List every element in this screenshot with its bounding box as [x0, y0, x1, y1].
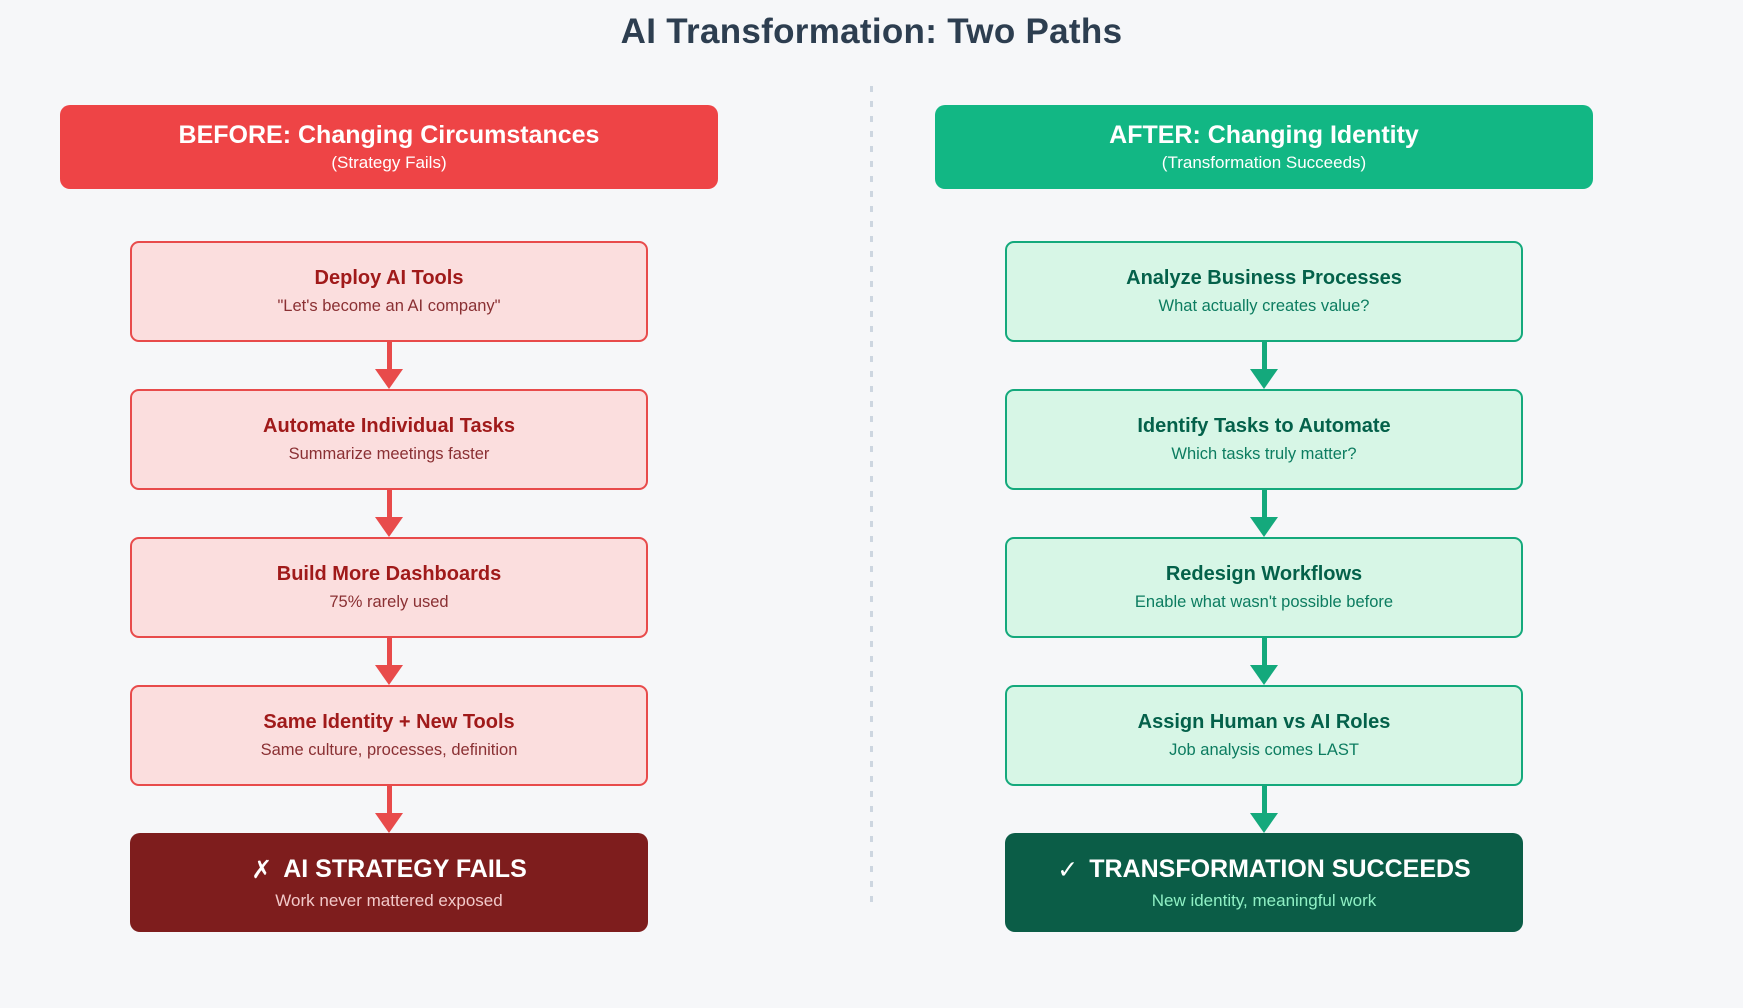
arrow-head [1250, 517, 1278, 537]
arrow-stem [1261, 342, 1267, 369]
before-header: BEFORE: Changing Circumstances (Strategy… [60, 105, 718, 189]
before-column: BEFORE: Changing Circumstances (Strategy… [60, 105, 718, 932]
step-box-identify-tasks: Identify Tasks to Automate Which tasks t… [1005, 389, 1523, 490]
step-title: Analyze Business Processes [1126, 267, 1402, 289]
step-title: Build More Dashboards [276, 563, 502, 585]
step-subtitle: "Let's become an AI company" [277, 297, 501, 315]
arrow-down-icon [130, 786, 648, 833]
after-column: AFTER: Changing Identity (Transformation… [935, 105, 1593, 932]
arrow-stem [386, 342, 392, 369]
arrow-down-icon [1005, 490, 1523, 537]
arrow-down-icon [1005, 638, 1523, 685]
header-title: BEFORE: Changing Circumstances [178, 121, 600, 149]
step-title: Assign Human vs AI Roles [1137, 711, 1391, 733]
arrow-head [375, 517, 403, 537]
arrow-stem [1261, 638, 1267, 665]
arrow-stem [386, 490, 392, 517]
step-title: Redesign Workflows [1165, 563, 1363, 585]
result-title-line: ✓ TRANSFORMATION SUCCEEDS [1057, 855, 1470, 885]
step-subtitle: Which tasks truly matter? [1171, 445, 1357, 463]
step-subtitle: Enable what wasn't possible before [1134, 593, 1394, 611]
result-title: TRANSFORMATION SUCCEEDS [1089, 855, 1471, 883]
after-steps: Analyze Business Processes What actually… [1005, 241, 1523, 932]
arrow-down-icon [1005, 786, 1523, 833]
arrow-head [1250, 665, 1278, 685]
before-steps: Deploy AI Tools "Let's become an AI comp… [130, 241, 648, 932]
step-subtitle: Same culture, processes, definition [260, 741, 518, 759]
arrow-down-icon [130, 490, 648, 537]
arrow-stem [386, 638, 392, 665]
step-subtitle: 75% rarely used [329, 593, 449, 611]
arrow-head [375, 665, 403, 685]
arrow-head [1250, 813, 1278, 833]
check-mark-icon: ✓ [1057, 855, 1079, 884]
result-title-line: ✗ AI STRATEGY FAILS [251, 855, 527, 885]
after-header: AFTER: Changing Identity (Transformation… [935, 105, 1593, 189]
step-title: Deploy AI Tools [314, 267, 464, 289]
x-mark-icon: ✗ [251, 855, 273, 884]
step-subtitle: Job analysis comes LAST [1169, 741, 1359, 759]
step-subtitle: What actually creates value? [1158, 297, 1370, 315]
arrow-stem [1261, 786, 1267, 813]
header-title: AFTER: Changing Identity [1109, 121, 1419, 149]
arrow-head [1250, 369, 1278, 389]
page-title: AI Transformation: Two Paths [620, 12, 1123, 51]
after-result-box: ✓ TRANSFORMATION SUCCEEDS New identity, … [1005, 833, 1523, 932]
result-subtitle: New identity, meaningful work [1151, 890, 1377, 910]
arrow-down-icon [1005, 342, 1523, 389]
step-box-redesign-workflows: Redesign Workflows Enable what wasn't po… [1005, 537, 1523, 638]
result-subtitle: Work never mattered exposed [275, 890, 503, 910]
step-subtitle: Summarize meetings faster [288, 445, 490, 463]
step-box-automate-tasks: Automate Individual Tasks Summarize meet… [130, 389, 648, 490]
step-title: Automate Individual Tasks [263, 415, 515, 437]
result-title: AI STRATEGY FAILS [283, 855, 527, 883]
arrow-down-icon [130, 342, 648, 389]
step-box-assign-roles: Assign Human vs AI Roles Job analysis co… [1005, 685, 1523, 786]
step-box-same-identity: Same Identity + New Tools Same culture, … [130, 685, 648, 786]
arrow-stem [386, 786, 392, 813]
arrow-stem [1261, 490, 1267, 517]
step-title: Same Identity + New Tools [263, 711, 515, 733]
arrow-down-icon [130, 638, 648, 685]
step-box-build-dashboards: Build More Dashboards 75% rarely used [130, 537, 648, 638]
step-box-deploy-ai-tools: Deploy AI Tools "Let's become an AI comp… [130, 241, 648, 342]
header-subtitle: (Strategy Fails) [331, 153, 447, 172]
step-title: Identify Tasks to Automate [1137, 415, 1391, 437]
step-box-analyze-processes: Analyze Business Processes What actually… [1005, 241, 1523, 342]
before-result-box: ✗ AI STRATEGY FAILS Work never mattered … [130, 833, 648, 932]
arrow-head [375, 813, 403, 833]
arrow-head [375, 369, 403, 389]
header-subtitle: (Transformation Succeeds) [1161, 153, 1367, 172]
column-divider [870, 86, 873, 908]
